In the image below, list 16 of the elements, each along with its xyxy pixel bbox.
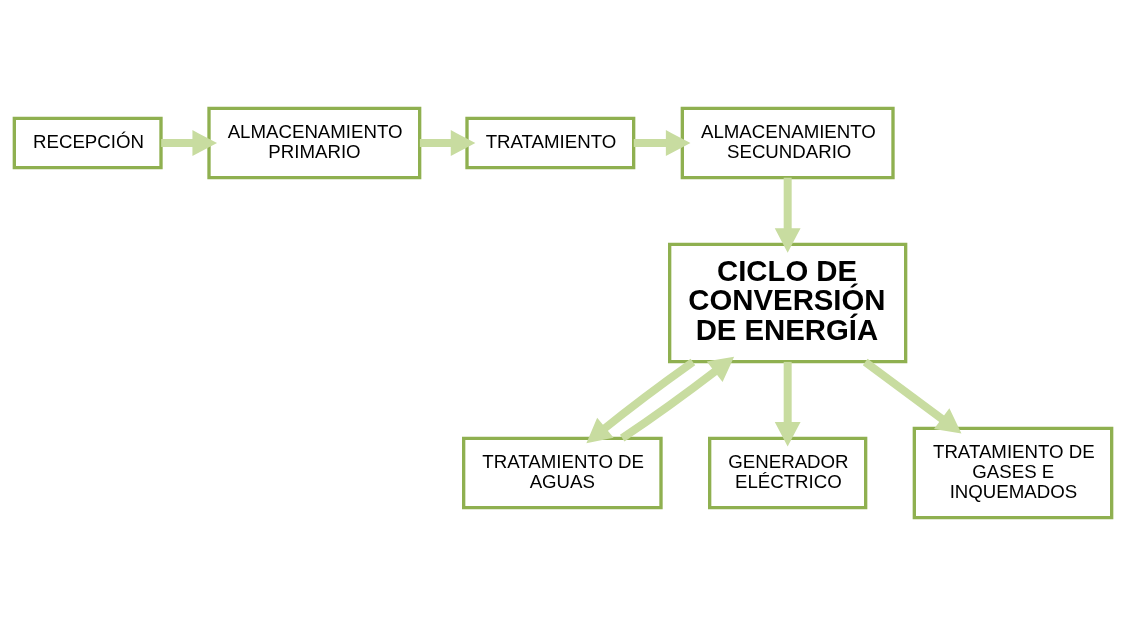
node-box: CICLO DE CONVERSIÓN DE ENERGÍA [668,242,908,364]
arrow [419,130,476,156]
node-box: ALMACENAMIENTO SECUNDARIO [680,106,895,180]
node-box: TRATAMIENTO DE GASES E INQUEMADOS [912,426,1114,520]
node-box: RECEPCIÓN [12,116,163,170]
arrow [862,358,962,434]
node-box: TRATAMIENTO DE AGUAS [462,436,663,510]
node-box: GENERADOR ELÉCTRICO [708,436,868,510]
node-box: TRATAMIENTO [465,116,636,170]
arrow [619,356,735,442]
arrow [633,130,691,156]
arrow [586,358,696,444]
node-box: ALMACENAMIENTO PRIMARIO [207,106,422,180]
arrow [774,361,801,447]
arrow [161,130,218,156]
arrow [774,177,801,253]
